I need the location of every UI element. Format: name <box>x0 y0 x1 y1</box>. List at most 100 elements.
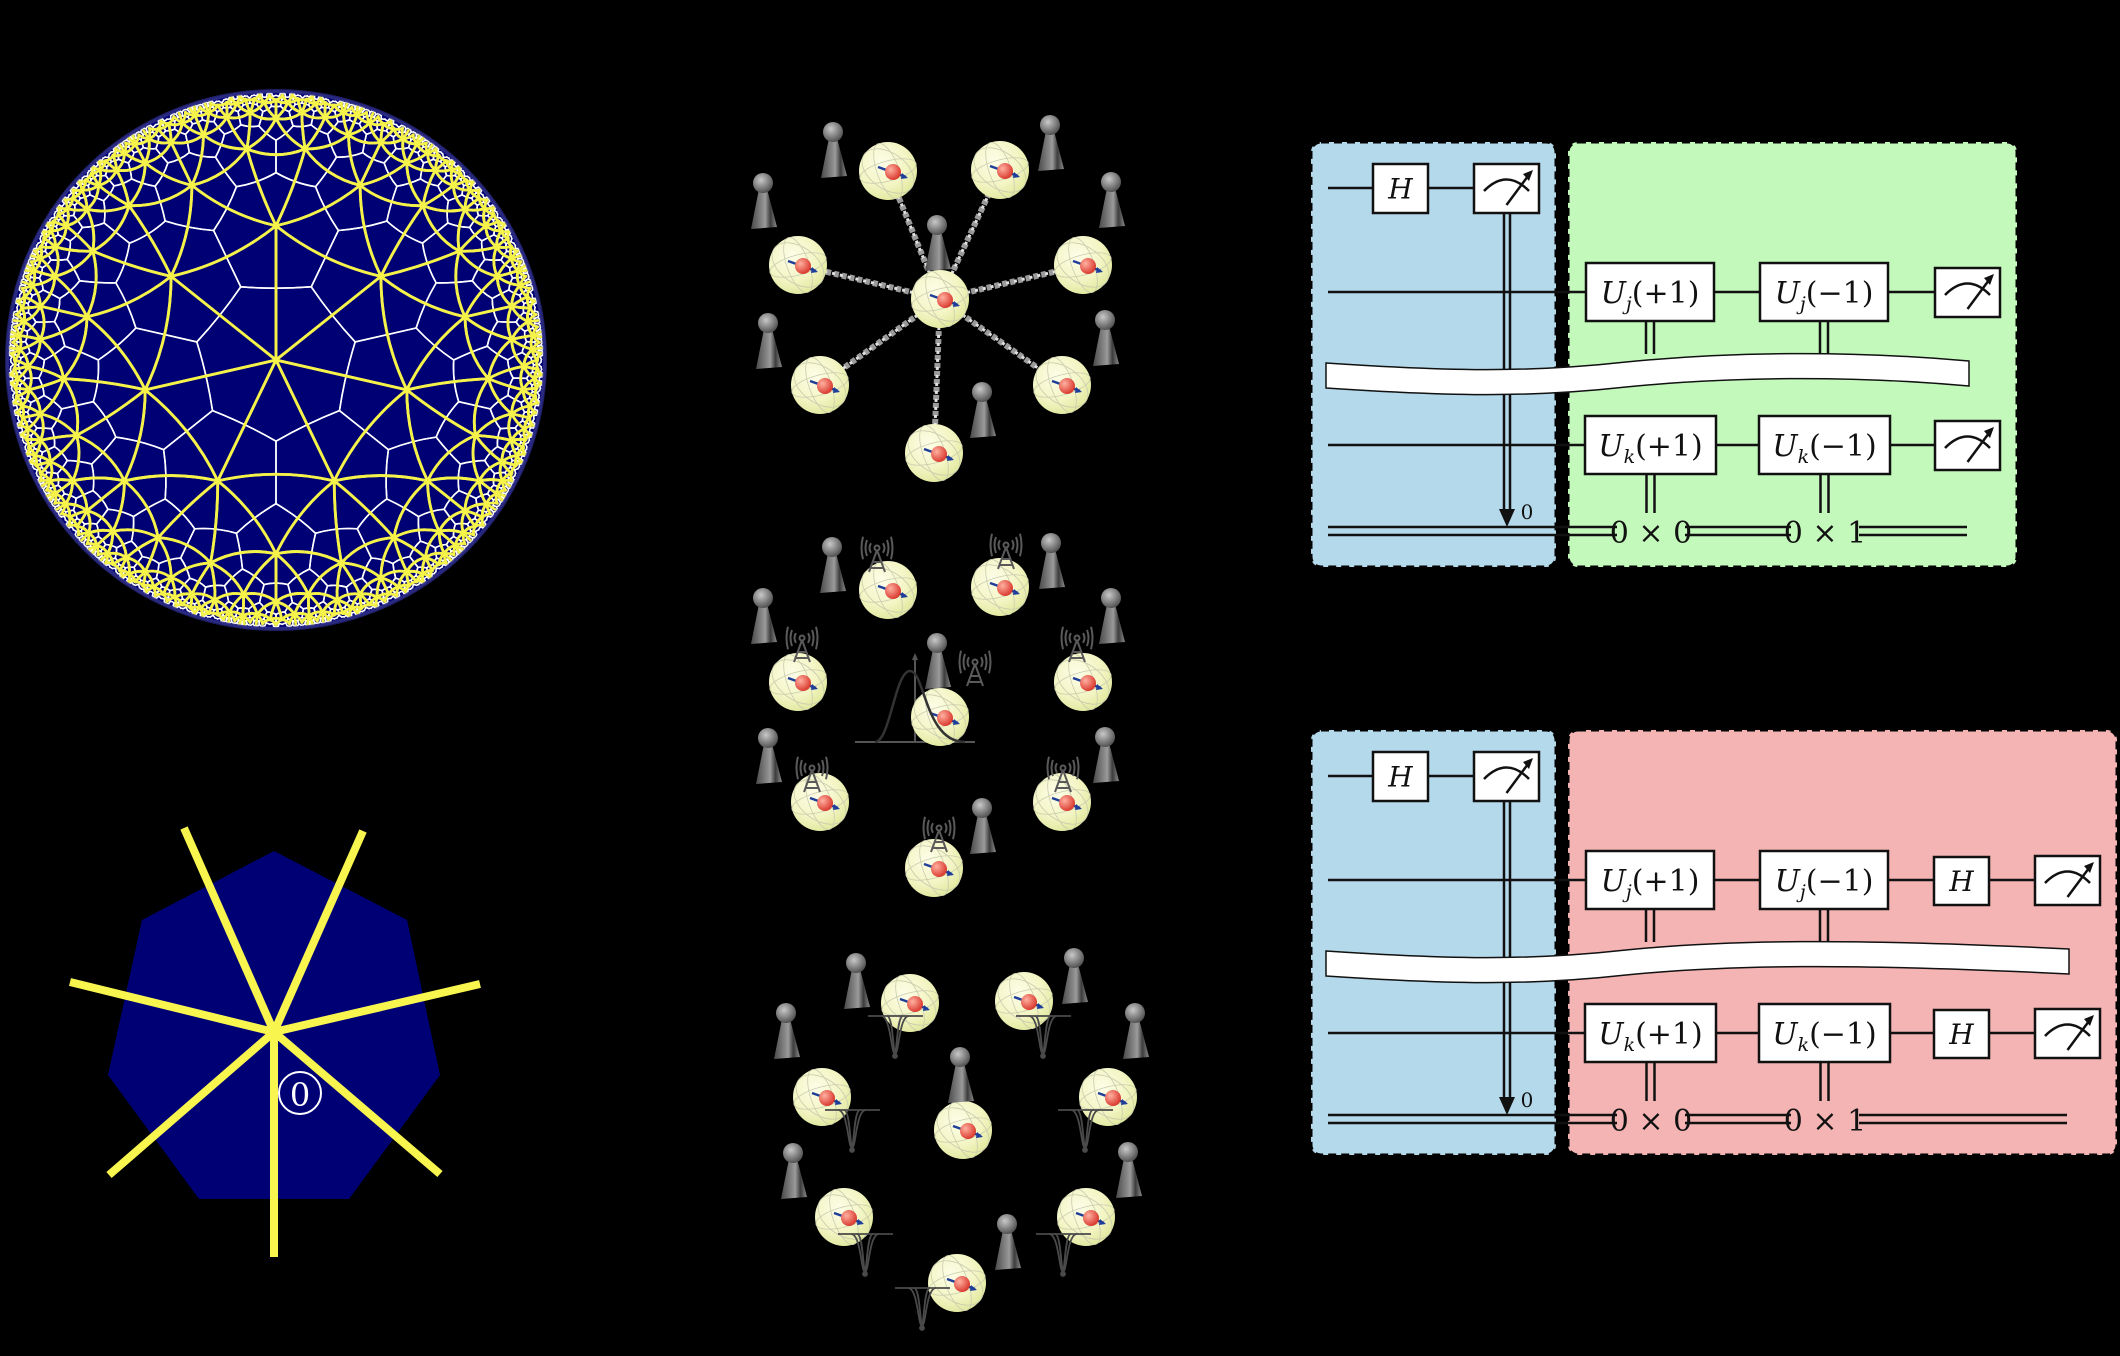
tiling-edge <box>338 409 390 451</box>
signal-wave <box>989 533 993 557</box>
observer-pawn-icon <box>821 122 847 178</box>
pawn-body <box>970 398 996 438</box>
signal-wave <box>1046 756 1050 780</box>
pawn-body <box>970 814 996 854</box>
observer-pawn-icon <box>844 953 870 1009</box>
meter-box <box>2033 1007 2102 1060</box>
ion <box>817 378 833 394</box>
qubit-bloch-sphere <box>934 1101 992 1159</box>
tiling-edge <box>284 93 287 98</box>
observer-pawn-icon <box>751 173 777 229</box>
op-argument: (−1) <box>1809 429 1877 464</box>
observer-pawn-icon <box>774 1003 800 1059</box>
pawn-head <box>927 215 947 235</box>
tiling-edge <box>424 141 429 155</box>
pawn-body <box>1099 604 1125 644</box>
gate-u: Uj(+1) <box>1584 261 1716 323</box>
gate-label: Uj(−1) <box>1775 276 1874 315</box>
op-argument: (+1) <box>1635 1017 1703 1052</box>
tiling-edge <box>354 327 417 343</box>
signal-wave <box>1060 626 1064 650</box>
tiling-edge <box>60 400 95 410</box>
pawn-body <box>756 744 782 784</box>
ion <box>997 163 1013 179</box>
ion <box>1021 994 1037 1010</box>
ion <box>819 1090 835 1106</box>
op-argument: (−1) <box>1806 864 1874 899</box>
tiling-edge <box>102 156 107 159</box>
gate-label: Uj(−1) <box>1775 864 1874 903</box>
gate-label: Uj(+1) <box>1601 276 1700 315</box>
meter-box <box>1933 266 2002 319</box>
qubit-bloch-sphere <box>928 1254 986 1312</box>
tiling-edge <box>250 94 255 97</box>
gate-u: Uk(−1) <box>1757 414 1892 476</box>
ion <box>931 446 947 462</box>
qubit-bloch-sphere <box>1079 1068 1137 1126</box>
op-symbol: U <box>1598 1017 1625 1052</box>
observer-pawn-icon <box>1099 588 1125 644</box>
tiling-edge <box>457 400 492 410</box>
signal-wave <box>958 650 962 674</box>
pawn-body <box>821 138 847 178</box>
tower-tip <box>935 824 943 832</box>
gate-label: Uk(+1) <box>1598 429 1702 468</box>
observer-pawn-icon <box>925 215 951 271</box>
signal-wave <box>984 653 988 671</box>
gate-u: Uj(−1) <box>1758 849 1890 911</box>
classical-product-label: 0 × 1 <box>1784 1104 1866 1139</box>
pawn-body <box>1099 188 1125 228</box>
observer-pawn-icon <box>995 1214 1021 1270</box>
tiling-edge <box>329 100 334 104</box>
op-argument: (+1) <box>1632 864 1700 899</box>
pawn-head <box>950 1047 970 1067</box>
tiling-edge <box>212 229 242 288</box>
op-argument: (+1) <box>1632 276 1700 311</box>
pawn-body <box>925 649 951 689</box>
tiling-edge <box>268 616 284 622</box>
notch-dot <box>892 1053 898 1059</box>
observer-pawn-icon <box>820 537 846 593</box>
tiling-edge <box>241 593 246 618</box>
gate-h: H <box>1371 162 1430 215</box>
tiling-lines <box>8 92 544 628</box>
qubit-bloch-sphere <box>911 270 969 328</box>
classical-product-label: 0 × 0 <box>1610 1104 1692 1139</box>
meter-box <box>2033 854 2102 907</box>
pawn-body <box>1062 964 1088 1004</box>
tower-tip <box>873 544 881 552</box>
signal-wave <box>817 762 821 774</box>
tiling-edge <box>538 363 543 368</box>
observer-pawn-icon <box>970 382 996 438</box>
pawn-head <box>927 633 947 653</box>
op-symbol: U <box>1775 864 1802 899</box>
tiling-edge <box>225 101 229 119</box>
pawn-head <box>846 953 866 973</box>
pawn-head <box>1101 172 1121 192</box>
signal-wave <box>815 626 819 650</box>
op-argument: (−1) <box>1806 276 1874 311</box>
meter-box <box>1933 419 2002 472</box>
cell-label: 0 <box>290 1076 310 1114</box>
gate-label: Uk(−1) <box>1772 429 1876 468</box>
op-subscript: k <box>1798 446 1810 468</box>
tiling-edge <box>527 273 530 278</box>
pawn-head <box>753 588 773 608</box>
ion <box>885 164 901 180</box>
pawn-head <box>1095 310 1115 330</box>
signal-wave <box>1086 629 1090 647</box>
signal-wave <box>1082 632 1086 644</box>
ion <box>907 996 923 1012</box>
tiling-edge <box>445 156 450 159</box>
tiling-edge <box>296 97 308 102</box>
signal-wave <box>795 756 799 780</box>
qubit-bloch-sphere <box>1033 773 1091 831</box>
ion <box>937 292 953 308</box>
ion <box>931 861 947 877</box>
signal-wave <box>886 539 890 557</box>
pawn-head <box>783 1143 803 1163</box>
tiling-edge <box>252 619 256 625</box>
signal-wave <box>952 816 956 840</box>
